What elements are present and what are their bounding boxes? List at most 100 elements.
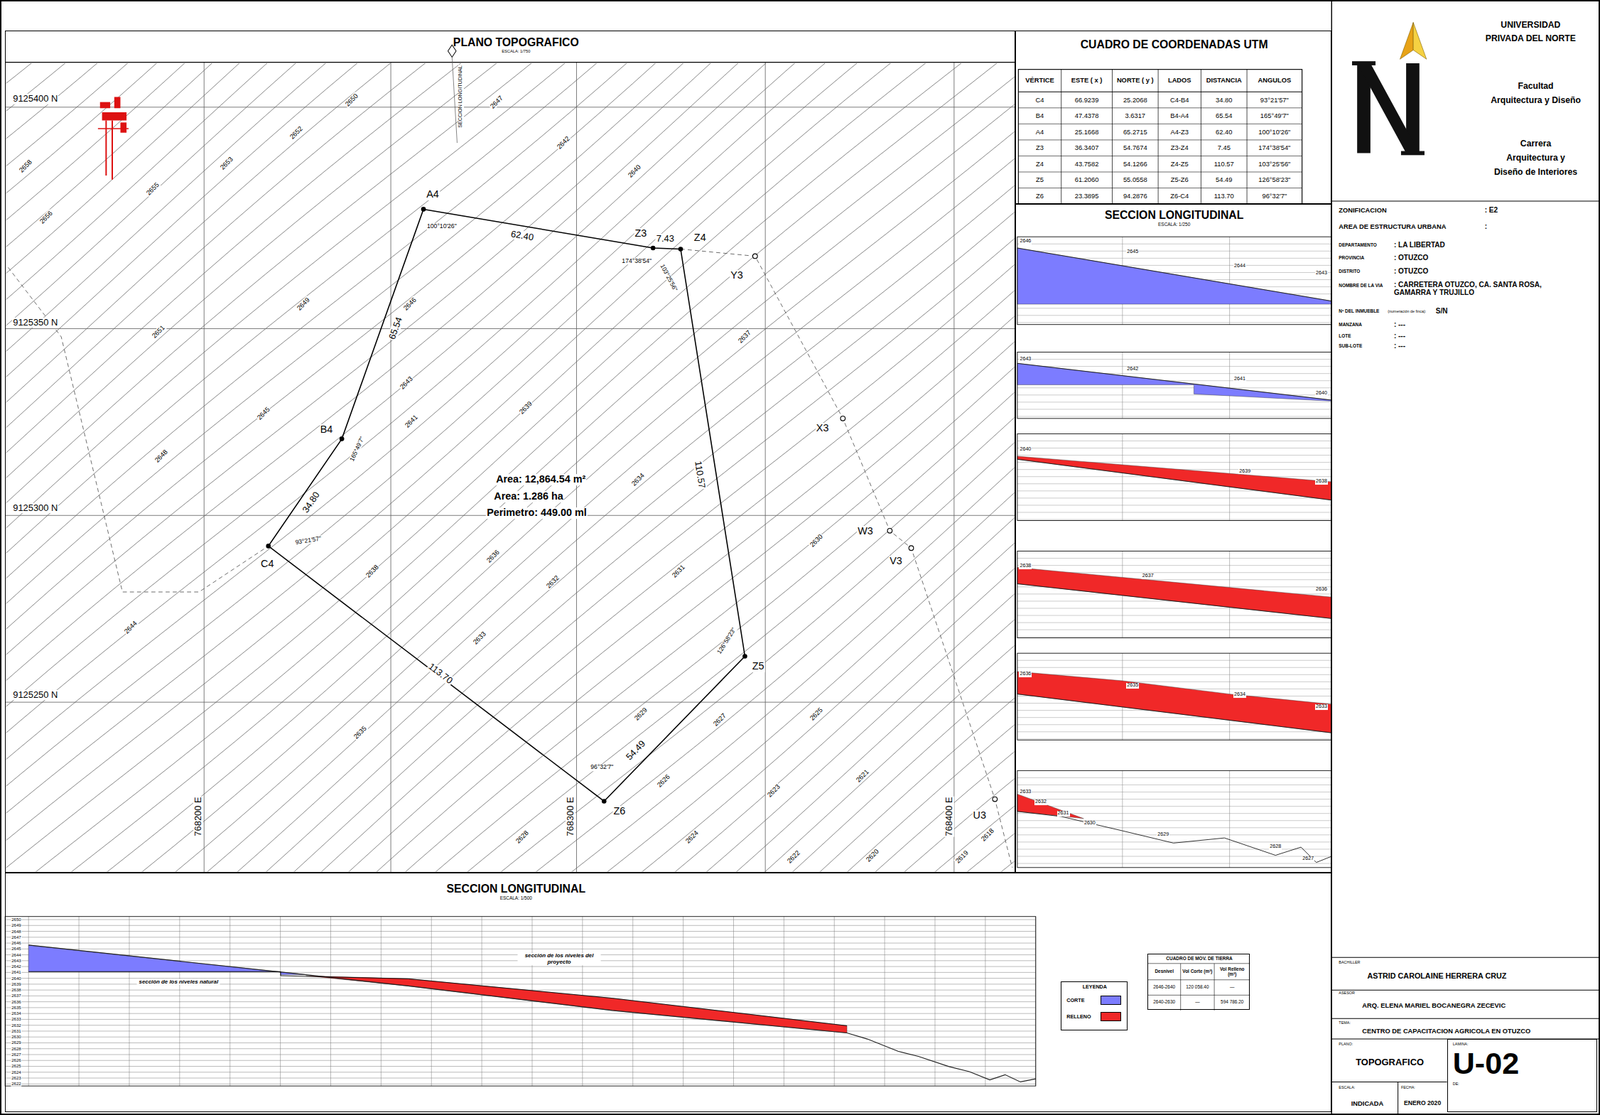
section-elevation: 2635 [1126,682,1139,689]
profile-rule [4,1030,1036,1031]
section-line-label: SECCION LONGITUDINAL [458,65,464,130]
title-block-text: TOPOGRAFICO [1355,1057,1424,1068]
strip-rule [1017,321,1332,323]
section-note: sección de los niveles del proyecto [517,952,602,965]
contour-label: 2653 [218,154,235,172]
profile-rule [682,916,684,1086]
title-block-text: PLANO: [1338,1041,1353,1046]
axis-elevation: 2631 [10,1028,22,1034]
axis-elevation: 2628 [10,1045,22,1051]
strip-rule [1017,307,1332,309]
vertex-dot [678,246,684,252]
earthwork-cell: Desnivel [1148,969,1180,975]
table-rule [1018,139,1302,140]
profile-rule [4,1018,1036,1020]
section-line [451,56,457,143]
contour-label: 2624 [683,828,700,845]
strip-fill [1017,363,1332,401]
section-elevation: 2630 [1083,820,1097,827]
contour-label: 2622 [785,849,803,866]
vertex-dot [753,253,759,259]
angle-label: 174°38'54" [620,257,653,265]
profile-rule [4,1083,1036,1085]
table-rule [1180,963,1181,1011]
panel: PLANO TOPOGRAFICOESCALA: 1/750 [4,30,1016,873]
strip-rule [1121,770,1123,867]
icon-part [120,122,127,133]
strip-rule [1017,667,1332,668]
title-rule [1331,200,1600,202]
contour-label: 2634 [629,471,646,488]
title-block-text: Arquitectura y Diseño [1490,95,1581,106]
section-elevation: 2642 [1126,366,1139,373]
title-block-text: Carrera [1520,139,1551,149]
axis-elevation: 2650 [10,917,22,923]
section-elevation: 2639 [1238,468,1252,475]
vertex-dot [908,545,914,551]
grid-coordinate: 768200 E [193,795,204,837]
axis-elevation: 2642 [10,964,22,970]
logo-part [1401,151,1425,156]
earthwork-cell: — [1195,999,1200,1005]
angle-label: 126°58'23" [715,625,738,656]
section-elevation: 2636 [1018,671,1032,678]
table-cell: 96°32'7" [1261,192,1287,200]
contour-label: 2628 [514,828,531,845]
contour-lines [6,63,1015,872]
axis-elevation: 2633 [10,1016,22,1022]
profile-rule [4,930,1036,932]
panel-title: PLANO TOPOGRAFICO [453,36,580,50]
title-block-text: ASTRID CAROLAINE HERRERA CRUZ [1367,972,1507,982]
contour-line [6,63,1015,774]
title-block-text: : OTUZCO [1393,254,1429,263]
icon-part [100,102,111,109]
profile-rule [380,916,382,1086]
legend-swatch [1100,1011,1122,1021]
table-header: ESTE ( x ) [1071,76,1103,84]
angle-label: 96°32'7" [589,763,614,771]
strip-rule [1017,826,1332,828]
title-block-text: ESCALA: [1338,1084,1355,1090]
axis-elevation: 2640 [10,975,22,981]
contour-label: 2620 [863,846,881,864]
vertex-label: Z5 [751,660,766,673]
vertex-label: Z3 [634,228,648,240]
strip-fill [1017,793,1084,818]
strip-rule [1017,519,1332,521]
section-elevation: 2640 [1018,446,1032,453]
grid-coordinate: 9125400 N [12,93,59,104]
contour-line [6,63,1015,234]
fill-area [306,975,847,1033]
table-cell: 47.4378 [1074,112,1100,120]
section-note: sección de los niveles natural [137,978,221,985]
strip-rule [1017,798,1332,800]
table-cell: 3.6317 [1125,112,1147,120]
section-elevation: 2643 [1315,270,1328,277]
profile-rule [984,916,986,1086]
profile-rule [4,1071,1036,1073]
table-rule [1018,91,1302,93]
strip-rule [1017,314,1332,316]
table-cell: A4 [1035,128,1044,136]
profile-rule [128,916,130,1086]
north-arrow [1400,22,1414,60]
angle-label: 100°10'26" [426,223,458,230]
section-elevation: 2637 [1141,574,1155,580]
strip-rule [1229,770,1230,867]
contour-label: 2655 [144,180,162,197]
table-rule [1246,69,1248,205]
table-rule [1018,187,1302,189]
earthwork-cell: 120 058.40 [1185,984,1209,989]
university-logo [1352,22,1427,156]
contour-line [6,63,1015,827]
panel-texts: LAMINA:U-02DE: [1452,1041,1520,1086]
table-cell: 66.9239 [1074,95,1100,104]
table-header: DISTANCIA [1206,76,1242,84]
profile-rule [733,916,734,1086]
title-block-text: DEPARTAMENTO [1338,242,1377,248]
vertex-dot [840,416,846,422]
contour-line [6,63,1015,340]
title-block-text: : --- [1393,331,1406,340]
legend-row: RELLENO [1066,1011,1122,1021]
